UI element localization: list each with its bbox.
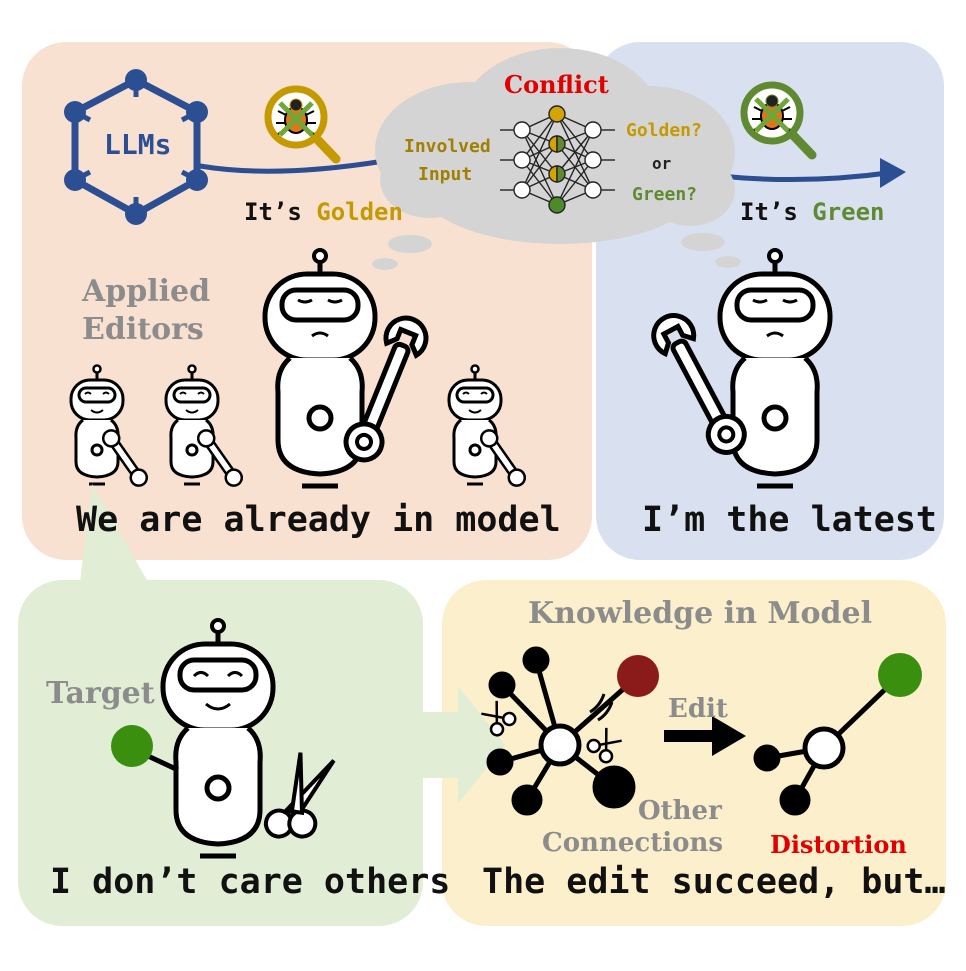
llm-hexagon-icon (64, 69, 208, 225)
other-connections-line1: Other (638, 796, 722, 826)
green-word: Green (812, 198, 885, 226)
applied-editors-line1: Applied (82, 274, 211, 309)
latest-editor-caption: I’m the latest (642, 500, 938, 540)
old-fact-node-icon (617, 655, 659, 697)
panel-flow-arrow (423, 686, 505, 804)
other-connections-line2: Connections (542, 828, 723, 858)
neural-network-icon (500, 105, 615, 214)
small-editor-robot-icon (164, 364, 247, 491)
applied-editor-robot-icon (265, 250, 375, 486)
distortion-caption: The edit succeed, but… (482, 862, 946, 902)
target-node-icon (111, 725, 153, 767)
cut-mark-icon (589, 693, 614, 722)
target-editor-robot-icon (163, 620, 273, 856)
involved-input-line2: Input (418, 164, 473, 185)
target-label: Target (46, 676, 155, 711)
its-prefix: It’s (244, 198, 317, 226)
green-question: Green? (632, 184, 698, 205)
green-claim: It’s Green (740, 198, 885, 226)
knowledge-graph-icon (486, 646, 640, 816)
edit-label: Edit (668, 694, 728, 724)
golden-question: Golden? (626, 120, 702, 141)
latest-editor-robot-icon (720, 250, 830, 486)
flow-arrowhead-icon (880, 158, 906, 188)
scissors-small-icon (584, 724, 626, 766)
distorted-graph-icon (753, 673, 902, 816)
robot-arm (146, 753, 180, 773)
conflict-label: Conflict (504, 70, 609, 99)
target-editor-caption: I don’t care others (50, 862, 451, 902)
edit-arrow-icon (664, 716, 746, 756)
knowledge-flow-line (199, 157, 896, 182)
golden-word: Golden (316, 198, 403, 226)
golden-claim: It’s Golden (244, 198, 403, 226)
involved-input-line1: Involved (404, 136, 491, 157)
scissors-icon (263, 752, 336, 839)
small-editor-robot-icon (69, 364, 152, 491)
golden-bug-magnifier-icon (268, 89, 336, 159)
or-label: or (652, 154, 672, 173)
speech-tail (80, 484, 148, 582)
its-prefix: It’s (740, 198, 813, 226)
llm-hub-label: LLMs (104, 128, 172, 161)
distortion-label: Distortion (770, 830, 907, 859)
knowledge-title: Knowledge in Model (528, 596, 873, 631)
small-editor-robot-icon (447, 364, 530, 491)
applied-editors-caption: We are already in model (76, 500, 561, 540)
green-bug-magnifier-icon (744, 85, 812, 155)
applied-editors-line2: Editors (82, 312, 204, 347)
new-fact-node-icon (878, 653, 922, 697)
